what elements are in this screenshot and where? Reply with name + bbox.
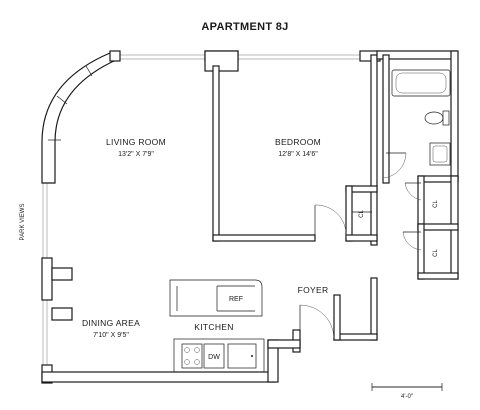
windows (42, 54, 360, 365)
ref-label: REF (229, 296, 243, 303)
bath-east-wall (450, 50, 459, 182)
living-room-name: LIVING ROOM (106, 137, 166, 147)
toilet (424, 111, 444, 125)
column (204, 50, 239, 72)
bottom-wall (41, 371, 276, 383)
plan-title: APARTMENT 8J (201, 21, 288, 33)
dining-area-dims: 7'10" X 9'5" (93, 332, 129, 339)
walls (41, 50, 459, 384)
wall-pier (109, 50, 121, 62)
closet-wall (345, 185, 353, 242)
left-wall-pier (41, 257, 53, 301)
stove (181, 343, 203, 369)
hall-closet-wall (417, 272, 459, 280)
scale-label: 4'-0" (401, 394, 413, 400)
sink (429, 142, 451, 166)
closet-wall (345, 234, 378, 242)
closet-label-2: CL (433, 200, 439, 208)
bathtub (391, 69, 451, 97)
foyer-name: FOYER (298, 285, 329, 295)
curved-bay-wall (41, 52, 117, 184)
entry-wall (370, 277, 378, 341)
dining-area-name: DINING AREA (82, 318, 140, 328)
bath-west-wall (382, 54, 390, 184)
left-wall-pier (51, 267, 73, 281)
entry-wall (333, 294, 341, 341)
living-room-dims: 13'2" X 7'9" (118, 151, 154, 158)
bedroom-west-wall (212, 65, 220, 242)
bathroom-fixtures (391, 69, 451, 166)
closet-label-3: CL (433, 249, 439, 257)
bedroom-east-wall (370, 54, 378, 246)
hall-closet-wall (417, 175, 425, 229)
dishwasher (203, 343, 225, 369)
dw-label: DW (208, 354, 220, 361)
kitchen-name: KITCHEN (194, 322, 233, 332)
closet-label-1: CL (359, 210, 365, 218)
kitchen-sink (227, 343, 257, 369)
scale-bar (371, 383, 443, 391)
kitchen-east-wall (267, 339, 301, 349)
park-views-label: PARK VIEWS (20, 204, 26, 241)
counter-run (173, 338, 265, 373)
left-wall-pier (51, 307, 73, 321)
doors (299, 152, 422, 339)
counter-island (169, 279, 263, 317)
bedroom-name: BEDROOM (275, 137, 321, 147)
kitchen-fixtures (169, 279, 265, 373)
bedroom-south-wall (212, 234, 316, 242)
bedroom-dims: 12'8" X 14'6" (278, 151, 318, 158)
